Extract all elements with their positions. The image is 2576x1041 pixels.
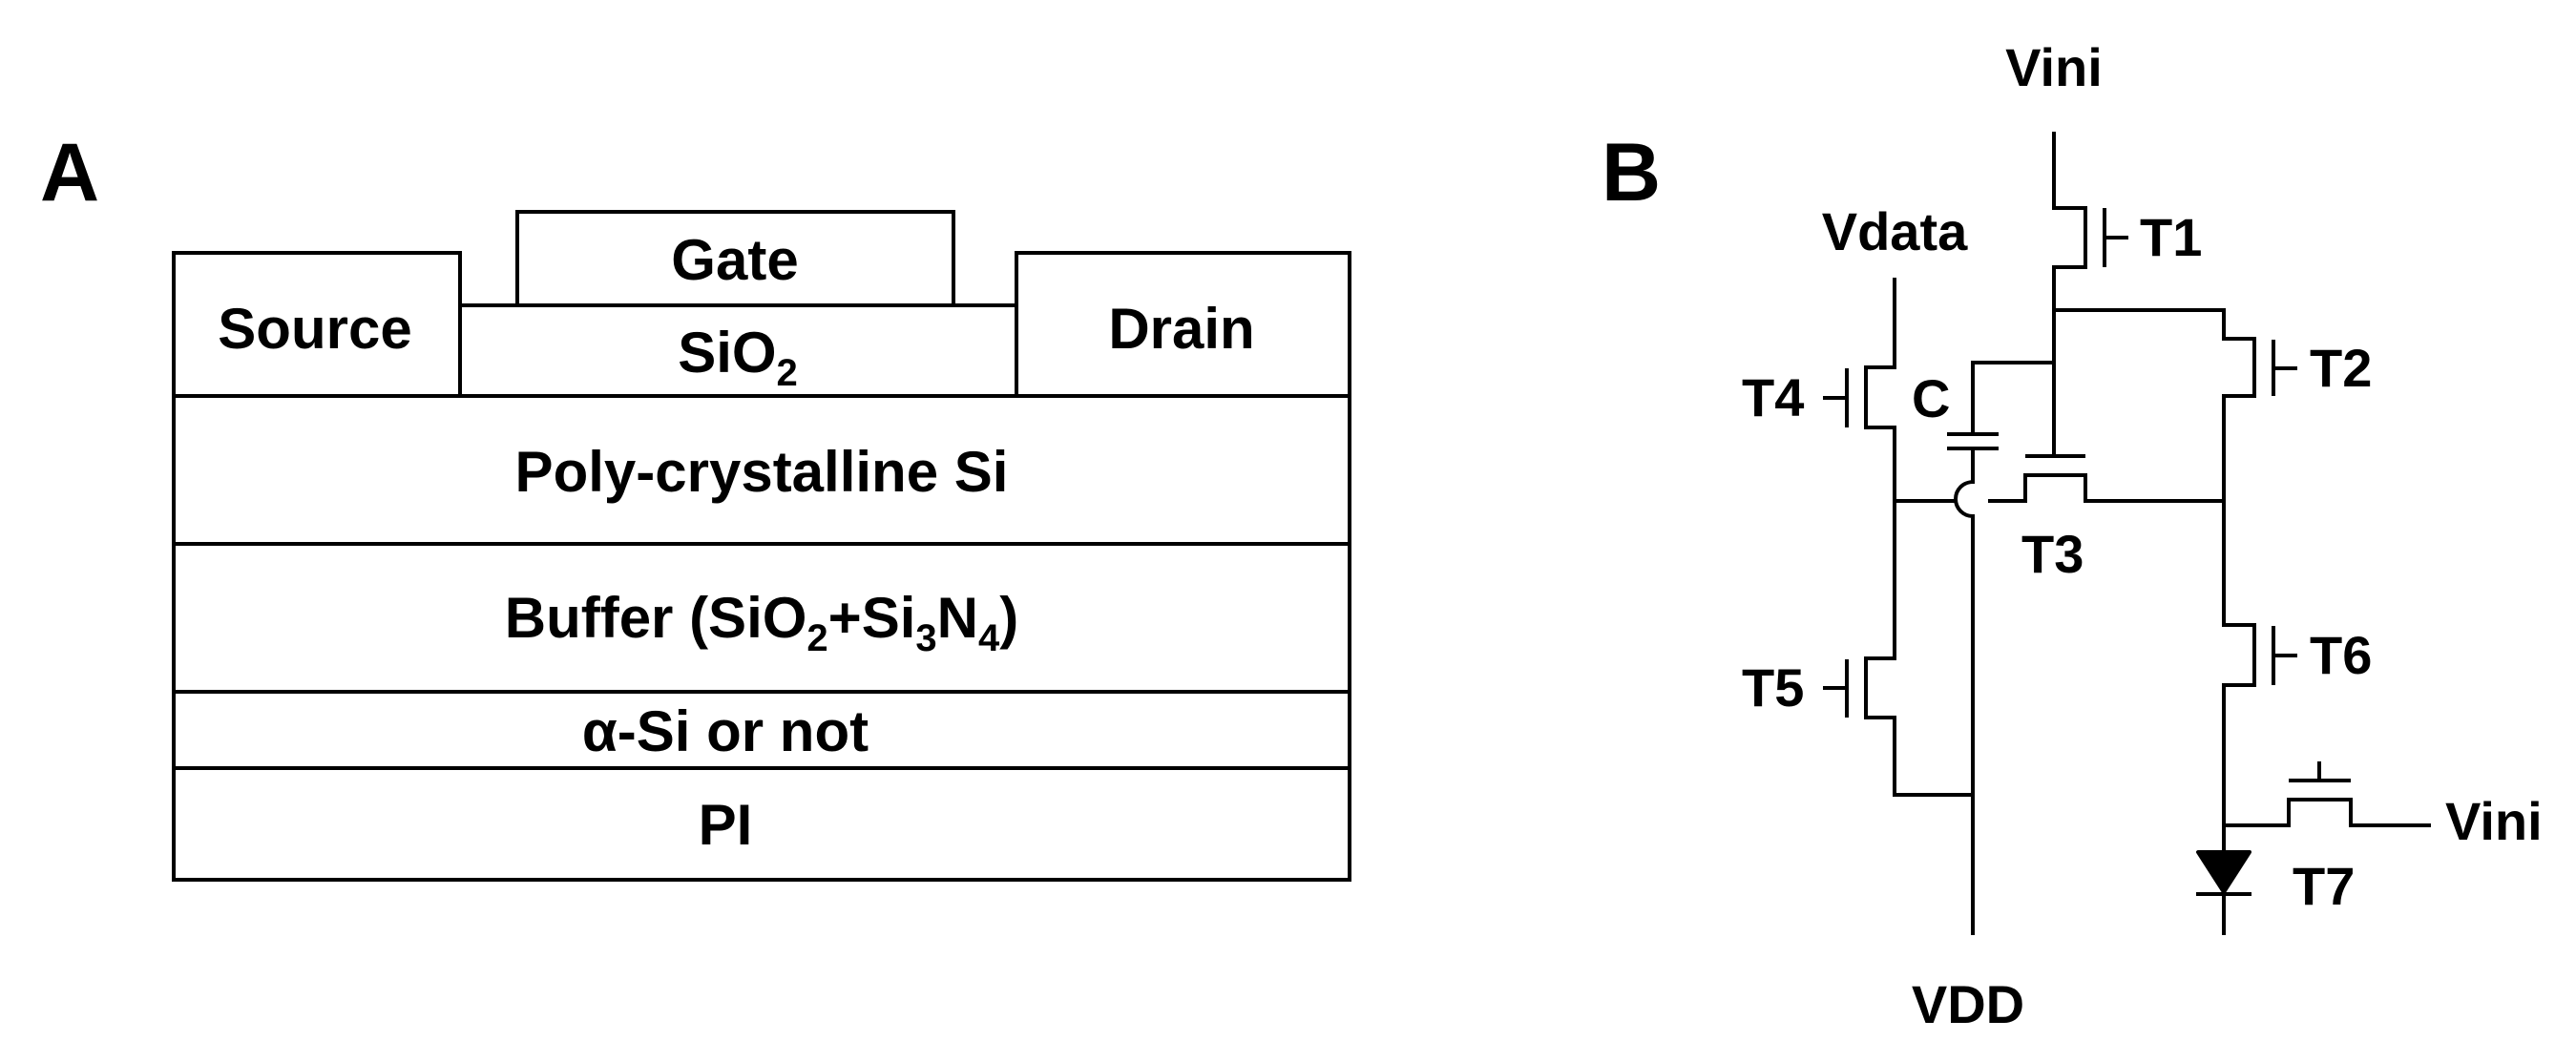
alpha-si-label: α-Si or not [582,699,869,763]
t1-label: T1 [2140,207,2202,267]
capacitor-label: C [1912,368,1950,428]
t3-label: T3 [2021,524,2084,584]
t5-wire [1864,499,1975,797]
capacitor-c: C [1912,361,2056,484]
pi-layer [172,766,1351,882]
t1-wire [2052,132,2087,312]
transistor-t1: T1 [2052,132,2202,312]
buffer-layer [172,542,1351,694]
t4-label: T4 [1742,367,1804,427]
transistor-t5: T5 [1742,499,1975,797]
transistor-t3: T3 [1893,447,2226,584]
drain-label: Drain [1108,297,1254,361]
t6-wire [2222,499,2256,827]
t6-label: T6 [2310,625,2372,685]
poly-si-label: Poly-crystalline Si [515,440,1009,504]
cap-top-wire [1971,361,2056,436]
oxide-layer [458,303,1018,398]
vini-right-label: Vini [2445,791,2543,851]
transistor-t7: T7 [2222,761,2431,916]
transistor-t2: T2 [2222,337,2372,503]
oxide-label: SiO2 [678,321,798,394]
t5-label: T5 [1742,657,1804,718]
transistor-t6: T6 [2222,499,2372,827]
panel-a: A Gate Source Drain SiO2 Poly-crystallin… [40,127,1351,882]
transistor-t4: T4 [1742,278,1896,503]
vdata-label: Vdata [1822,201,1968,261]
panel-b: B Vini Vdata VDD Vini T1 T2 T4 [1602,37,2543,1034]
vdd-rail [1954,479,1976,935]
t2-wire [2222,337,2256,503]
pi-label: PI [699,793,753,857]
t7-wire [2222,798,2431,827]
t3-wire-right [1988,473,2226,503]
buffer-label: Buffer (SiO2+Si3N4) [505,586,1018,659]
vini-top-label: Vini [2005,37,2103,97]
oled-diode [2196,823,2251,935]
gate-block [515,210,955,307]
vdd-label: VDD [1912,974,2024,1034]
t7-label: T7 [2293,856,2355,916]
alpha-si-layer [172,690,1351,770]
source-label: Source [218,297,411,361]
node-t1-bottom [2052,308,2226,341]
t4-wire [1864,278,1896,503]
gate-label: Gate [671,228,798,292]
diode-triangle [2196,850,2251,894]
panel-b-label: B [1602,127,1661,219]
panel-a-label: A [40,127,99,219]
t2-label: T2 [2310,338,2372,398]
drain-block [1015,251,1351,398]
